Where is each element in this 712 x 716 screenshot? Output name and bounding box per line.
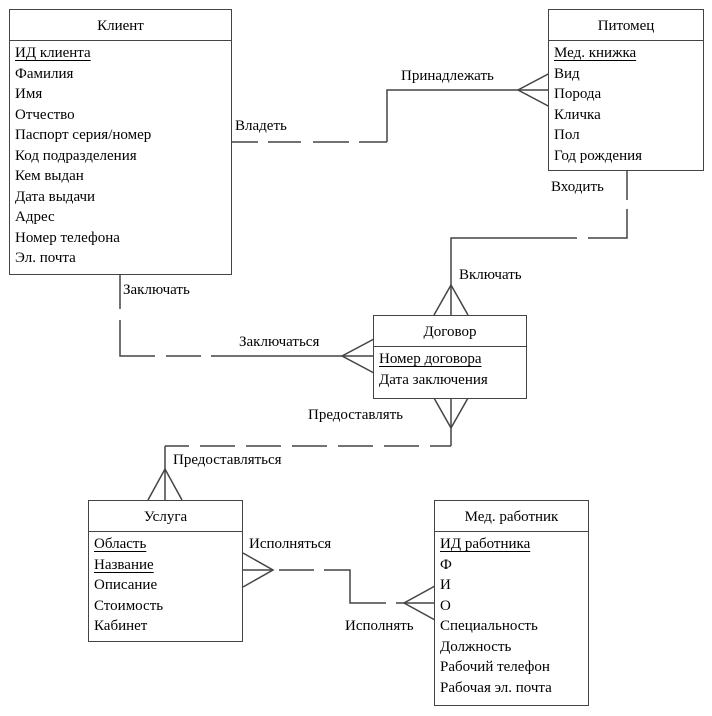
attribute: Должность — [440, 638, 512, 655]
rel-client-contract — [119, 275, 375, 374]
attribute: Кличка — [554, 106, 601, 123]
primary-key-attribute: Название — [94, 556, 154, 573]
attribute: О — [440, 597, 451, 614]
attribute: Год рождения — [554, 147, 643, 164]
attribute: Стоимость — [94, 597, 164, 614]
entity-title: Договор — [374, 316, 526, 347]
rel-client-pet — [231, 71, 553, 143]
attribute: И — [440, 577, 451, 593]
crowfoot-many — [147, 467, 183, 501]
primary-key-attribute: Номер договора — [379, 351, 482, 367]
crowfoot-many — [433, 283, 469, 316]
crowfoot-many — [402, 585, 436, 621]
attribute: Код подразделения — [15, 147, 137, 164]
attribute: Вид — [554, 65, 580, 82]
entity-title: Клиент — [10, 10, 231, 41]
attribute: Эл. почта — [15, 250, 76, 266]
attribute: Пол — [554, 127, 580, 143]
rel-label-predostavlyatsya: Предоставляться — [173, 452, 282, 468]
attribute: Дата заключения — [379, 371, 488, 388]
rel-label-predostavlyat: Предоставлять — [308, 407, 404, 423]
attribute: Кем выдан — [15, 168, 84, 184]
line-segment — [450, 237, 577, 315]
attribute: Фамилия — [15, 65, 74, 82]
attribute: Рабочий телефон — [440, 659, 550, 675]
attribute: Кабинет — [94, 618, 148, 634]
rel-label-zaklyuchatsya: Заключаться — [239, 334, 320, 350]
entity-title: Питомец — [549, 10, 703, 41]
line-segment — [119, 320, 155, 357]
rel-service-medworker — [242, 552, 436, 621]
rel-label-ispolnyat: Исполнять — [345, 618, 414, 634]
attribute: Адрес — [15, 209, 55, 225]
attribute: Имя — [15, 86, 43, 102]
entity-title: Услуга — [89, 501, 242, 532]
attribute: Специальность — [440, 618, 538, 634]
rel-label-vladet: Владеть — [235, 118, 287, 134]
rel-label-prinadlezhat: Принадлежать — [401, 68, 494, 84]
attribute: Дата выдачи — [15, 188, 96, 205]
primary-key-attribute: ИД клиента — [15, 45, 91, 61]
attribute: Описание — [94, 577, 158, 593]
rel-label-vklyuchat: Включать — [459, 267, 522, 283]
primary-key-attribute: Область — [94, 536, 147, 552]
attribute: Порода — [554, 86, 602, 102]
attribute: Отчество — [15, 106, 75, 123]
attribute: Рабочая эл. почта — [440, 679, 552, 696]
rel-contract-service — [147, 397, 469, 501]
line-segment — [588, 209, 628, 239]
rel-label-ispolnyatsya: Исполняться — [249, 536, 332, 552]
primary-key-attribute: Мед. книжка — [554, 45, 637, 61]
crowfoot-many — [340, 338, 375, 374]
entity-title: Мед. работник — [435, 501, 588, 532]
rel-label-zaklyuchat: Заключать — [123, 282, 190, 298]
line-segment — [386, 89, 518, 111]
rel-pet-contract — [433, 170, 628, 316]
attribute: Паспорт серия/номер — [15, 127, 152, 143]
attribute: Ф — [440, 556, 452, 573]
primary-key-attribute: ИД работника — [440, 536, 531, 552]
line-segment — [324, 569, 386, 604]
attribute: Номер телефона — [15, 229, 120, 246]
rel-label-vhodit: Входить — [551, 179, 604, 195]
crowfoot-many — [516, 71, 553, 109]
